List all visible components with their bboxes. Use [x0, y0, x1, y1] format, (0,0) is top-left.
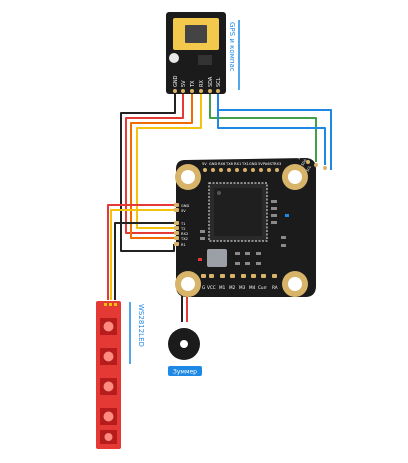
- wire-scl-blue-b: [217, 92, 332, 170]
- buzzer-title: Зуммер: [173, 369, 197, 376]
- gps-chip: [185, 25, 207, 43]
- fc-top-label: RX6: [218, 162, 226, 166]
- fc-left-label: GND: [181, 204, 189, 208]
- fc-left-label: 5V: [181, 209, 186, 213]
- led-pads: [104, 303, 117, 306]
- fc-top-label: PA6ST: [263, 162, 275, 166]
- fc-mounting-holes: [175, 164, 308, 297]
- wire-led-red: [107, 204, 174, 300]
- fc-top-label: TX1: [241, 162, 249, 166]
- fc-left-label: R1: [181, 243, 186, 247]
- gps-battery-icon: [169, 53, 179, 63]
- wire-tx-orange: [130, 92, 193, 239]
- fc-bottom-label: M1: [219, 285, 226, 290]
- gps-title: GPS и компас: [228, 22, 236, 72]
- fc-bottom-label: M2: [229, 285, 236, 290]
- led-chips: [100, 318, 117, 444]
- fc-left-pads: [174, 203, 179, 246]
- fc-led-blue: [285, 214, 289, 217]
- fc-bottom-label: G: [202, 285, 205, 290]
- fc-top-label: TX6: [225, 162, 234, 166]
- fc-bottom-label: M3: [239, 285, 246, 290]
- fc-bottom-label: VCC: [207, 285, 216, 290]
- fc-right-pads: [306, 160, 327, 170]
- buzzer-title-bg: [168, 366, 202, 376]
- fc-top-label: GND: [249, 162, 257, 166]
- fc-led-red: [198, 258, 202, 261]
- gps-pin-scl: SCL: [216, 77, 222, 87]
- fc-bottom-labels: G VCC M1 M2 M3 M4 Curr RA: [202, 285, 278, 290]
- fc-top-label: 5V: [202, 162, 207, 166]
- fc-top-labels: 5V GND RX6 TX6 RX1 TX1 GND 5V PA6ST RX3: [202, 162, 281, 166]
- wires: [107, 92, 332, 322]
- fc-right-label: SDA: [300, 158, 307, 167]
- gps-pin-labels: GND 5V TX RX SDA SCL: [173, 75, 222, 88]
- fc-bottom-label: M4: [249, 285, 256, 290]
- wire-led-yellow: [110, 209, 174, 300]
- fc-right-label: SCL: [305, 165, 312, 173]
- fc-bottom-label: RA: [272, 285, 278, 290]
- led-strip: [96, 301, 121, 449]
- fc-left-label: TX2: [180, 237, 188, 241]
- fc-top-label: RX1: [234, 162, 241, 166]
- gps-pin-sda: SDA: [208, 76, 214, 87]
- flight-controller: 5V GND RX6 TX6 RX1 TX1 GND 5V PA6ST RX3 …: [174, 153, 327, 297]
- gps-pin-tx: TX: [190, 80, 196, 88]
- fc-left-label: T1: [180, 222, 185, 226]
- wire-rx-yellow: [136, 92, 202, 229]
- fc-right-label: 3V3: [296, 153, 303, 161]
- gps-pin-rx: RX: [199, 80, 205, 87]
- fc-bottom-pads: [201, 274, 277, 278]
- fc-left-label: T2: [180, 227, 185, 231]
- fc-right-labels: 3V3 SDA SCL: [296, 153, 312, 173]
- fc-top-label: 5V: [258, 162, 263, 166]
- fc-components: [200, 200, 286, 265]
- fc-top-label: GND: [209, 162, 217, 166]
- wire-5v-red: [125, 92, 184, 234]
- fc-bottom-label: Curr: [258, 285, 267, 290]
- gps-pin-dots: [173, 89, 220, 93]
- gps-module: GND 5V TX RX SDA SCL: [166, 12, 226, 94]
- fc-gyro-chip: [207, 249, 227, 267]
- fc-top-pads: [203, 168, 279, 172]
- wire-led-black: [114, 222, 174, 300]
- wire-sda-green: [209, 92, 317, 162]
- gps-pin-5v: 5V: [181, 80, 187, 87]
- fc-top-label: RX3: [274, 162, 281, 166]
- gps-pin-gnd: GND: [173, 75, 179, 87]
- wire-scl-blue: [217, 92, 326, 165]
- fc-left-label: RX2: [181, 232, 188, 236]
- wire-gnd-black: [120, 92, 176, 252]
- fc-left-labels: GND 5V T1 T2 RX2 TX2 R1: [180, 204, 189, 247]
- buzzer: [168, 328, 200, 360]
- gps-component: [198, 55, 212, 65]
- led-title: WS2812LED: [137, 304, 145, 347]
